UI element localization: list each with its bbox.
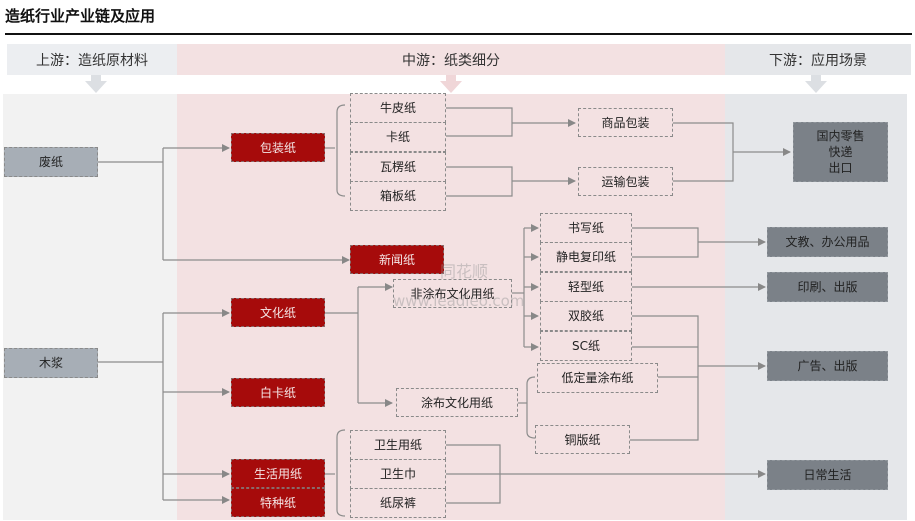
header-upstream: 上游：造纸原材料 <box>7 44 177 75</box>
application-advertising: 广告、出版 <box>767 351 888 381</box>
application-line: 国内零售 <box>816 129 865 143</box>
source-wood-pulp: 木浆 <box>4 348 98 378</box>
header-downstream: 下游：应用场景 <box>725 44 911 75</box>
subtype-uncoated-cultural: 非涂布文化用纸 <box>393 279 512 308</box>
coated-type-low-weight: 低定量涂布纸 <box>537 363 658 393</box>
uncoated-type: SC纸 <box>540 331 632 361</box>
down-arrow-icon <box>805 75 827 93</box>
application-printing: 印刷、出版 <box>767 272 888 302</box>
header-midstream: 中游：纸类细分 <box>177 44 725 75</box>
uncoated-type: 书写纸 <box>540 213 632 243</box>
coated-type-art-paper: 铜版纸 <box>535 425 630 454</box>
packaging-type: 箱板纸 <box>350 181 446 211</box>
application-line: 出口 <box>828 161 853 175</box>
source-waste-paper: 废纸 <box>4 147 98 177</box>
subtype-coated-cultural: 涂布文化用纸 <box>396 388 518 417</box>
household-type: 卫生巾 <box>350 459 446 489</box>
household-type: 纸尿裤 <box>350 488 446 518</box>
use-commodity-packaging: 商品包装 <box>578 108 673 137</box>
packaging-type: 牛皮纸 <box>350 93 446 123</box>
uncoated-type: 轻型纸 <box>540 272 632 302</box>
watermark-site: www.leadleo.com <box>393 292 525 310</box>
application-retail-express-export: 国内零售 快递 出口 <box>793 122 888 182</box>
category-newsprint: 新闻纸 <box>350 245 444 274</box>
category-packaging-paper: 包装纸 <box>231 133 325 162</box>
use-transport-packaging: 运输包装 <box>578 167 673 196</box>
application-line: 快递 <box>828 145 853 159</box>
uncoated-type: 静电复印纸 <box>540 242 632 272</box>
packaging-type: 卡纸 <box>350 122 446 152</box>
household-type: 卫生用纸 <box>350 430 446 460</box>
title-divider <box>5 33 912 35</box>
category-cultural-paper: 文化纸 <box>231 298 325 327</box>
down-arrow-icon <box>440 75 462 93</box>
category-household-paper: 生活用纸 <box>231 459 325 488</box>
watermark-brand: 同花顺 <box>440 262 489 281</box>
page-title: 造纸行业产业链及应用 <box>5 7 156 25</box>
down-arrow-icon <box>85 75 107 93</box>
application-stationery: 文教、办公用品 <box>767 227 888 257</box>
category-specialty-paper: 特种纸 <box>231 488 325 517</box>
uncoated-type: 双胶纸 <box>540 301 632 331</box>
application-daily-life: 日常生活 <box>767 460 888 490</box>
packaging-type: 瓦楞纸 <box>350 152 446 182</box>
category-white-cardboard: 白卡纸 <box>231 378 325 407</box>
